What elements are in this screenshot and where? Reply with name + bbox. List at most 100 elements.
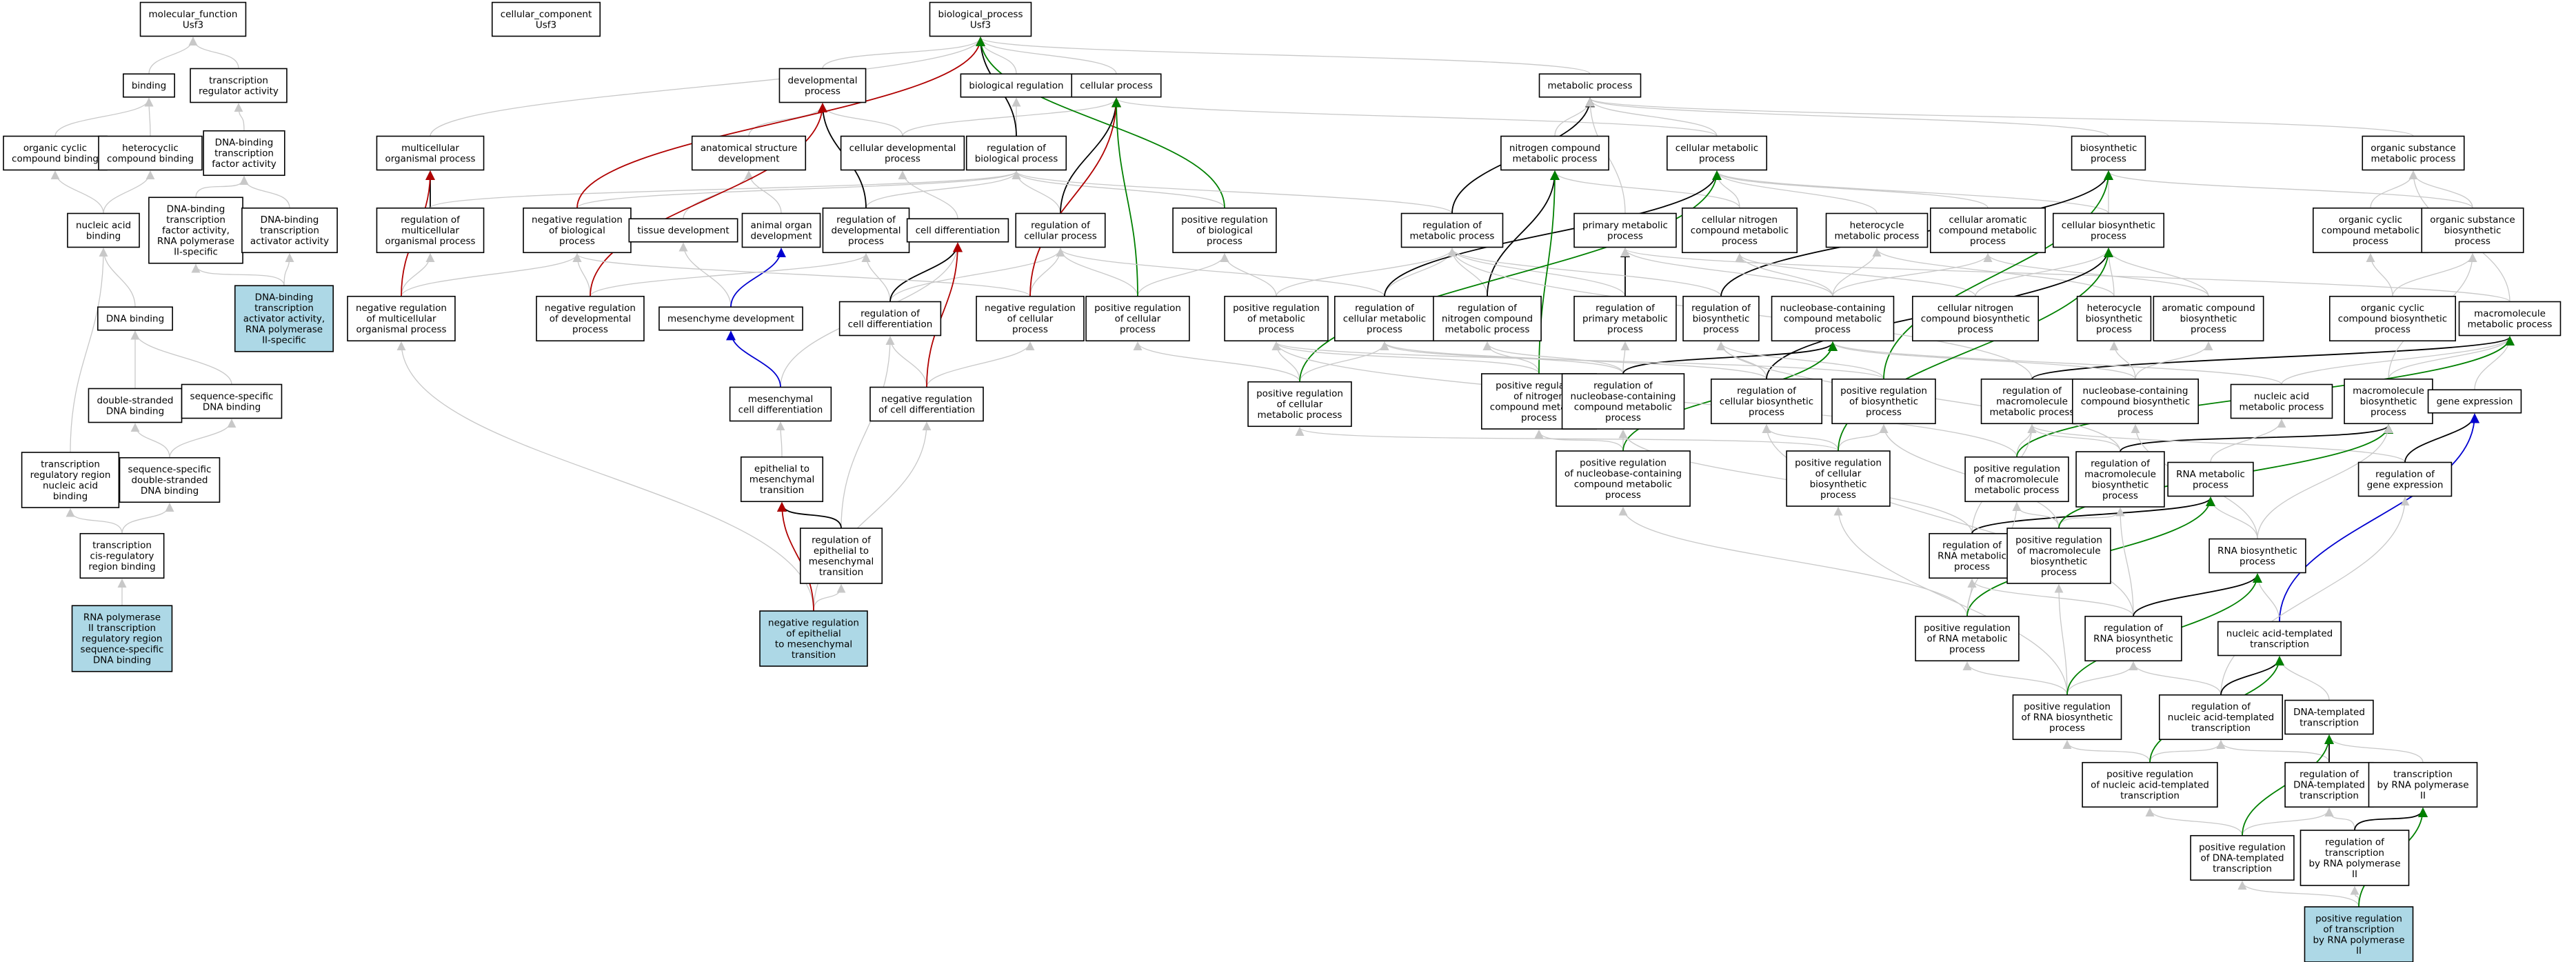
edge-is_a — [1012, 170, 1061, 214]
term-box — [1771, 295, 1895, 342]
term-box — [139, 1, 247, 37]
term-label-line: of nitrogen — [1513, 391, 1564, 402]
term-box — [1247, 381, 1352, 428]
term-box — [1538, 73, 1642, 98]
edge-is_a — [2012, 501, 2060, 529]
term-label-line: biological_process — [938, 9, 1023, 20]
edge-regulates — [1971, 497, 2215, 534]
term-box — [21, 452, 120, 508]
term-box — [2071, 135, 2146, 171]
edge-is_a — [130, 330, 232, 385]
term-box — [2344, 378, 2433, 425]
term-label-line: sequence-specific — [81, 644, 164, 655]
edge-is_a — [1975, 248, 2113, 297]
term-label-line: DNA-templated — [2293, 707, 2365, 718]
term-box — [2084, 615, 2182, 662]
term-label-line: developmental — [787, 75, 857, 86]
term-box — [347, 295, 456, 342]
edge-is_a — [2370, 170, 2418, 208]
term-label-line: transition — [792, 650, 836, 661]
edge-is_a — [1828, 341, 2136, 380]
edge-regulates — [2354, 807, 2428, 831]
term-box — [840, 135, 965, 171]
term-label-line: regulation of — [1942, 540, 2002, 551]
term-label-line: organismal process — [385, 236, 475, 247]
term-label-line: positive regulation — [2106, 769, 2193, 780]
edge-is_a — [1220, 252, 1277, 297]
term-label-line: binding — [86, 230, 121, 241]
term-label-line: multicellular — [401, 143, 459, 154]
term-box — [119, 457, 221, 503]
term-box — [190, 68, 288, 103]
term-label-line: of cellular — [1277, 399, 1323, 410]
term-box — [1915, 615, 2020, 662]
edge-is_a — [744, 170, 782, 214]
term-label-line: regulation of — [2375, 469, 2435, 480]
term-box — [960, 73, 1073, 98]
term-label-line: of RNA metabolic — [1926, 634, 2007, 645]
term-label-line: aromatic compound — [2162, 303, 2255, 314]
edge-is_a — [2062, 739, 2151, 763]
term-label-line: mesenchymal — [809, 556, 874, 567]
term-label-line: RNA polymerase — [245, 324, 323, 335]
term-label-line: transcription — [2213, 863, 2272, 874]
term-label-line: macromolecule — [2084, 469, 2156, 480]
edge-is_a — [1550, 170, 1740, 208]
term-label-line: anatomical structure — [701, 143, 798, 154]
term-label-line: positive regulation — [1496, 380, 1582, 391]
edge-is_a — [865, 170, 1021, 208]
term-label-line: process — [2353, 236, 2388, 247]
edge-is_a — [822, 37, 985, 69]
term-label-line: process — [2041, 567, 2077, 578]
term-label-line: process — [2115, 644, 2151, 655]
term-box — [2217, 621, 2342, 657]
term-label-line: positive regulation — [2199, 842, 2286, 853]
term-label-line: compound metabolic — [1574, 401, 1672, 412]
term-box — [1929, 207, 2046, 254]
term-box — [741, 212, 821, 248]
term-label-line: metabolic process — [2240, 401, 2324, 412]
term-label-line: Usf3 — [536, 19, 556, 30]
edge-negatively_regulates — [590, 103, 827, 297]
term-label-line: primary metabolic — [1582, 314, 1668, 325]
term-label-line: positive regulation — [1580, 457, 1667, 468]
term-box — [691, 135, 807, 171]
term-label-line: II — [2352, 869, 2357, 880]
edge-is_a — [1029, 248, 1065, 297]
term-label-line: DNA binding — [106, 405, 164, 417]
term-label-line: metabolic process — [2371, 153, 2456, 164]
edge-is_a — [1295, 426, 1839, 452]
term-label-line: cellular biosynthetic — [1720, 397, 1813, 408]
edge-is_a — [1716, 341, 1884, 379]
term-box — [148, 197, 243, 264]
term-label-line: region binding — [88, 561, 155, 572]
term-label-line: positive regulation — [1094, 303, 1181, 314]
term-label-line: compound metabolic — [2322, 226, 2419, 237]
term-box — [1400, 212, 1504, 248]
edge-is_a — [1983, 252, 2209, 297]
term-label-line: II — [2420, 790, 2426, 801]
term-label-line: transcription — [2120, 790, 2180, 801]
edge-is_a — [1271, 341, 1884, 380]
term-label-line: cell differentiation — [738, 404, 823, 415]
